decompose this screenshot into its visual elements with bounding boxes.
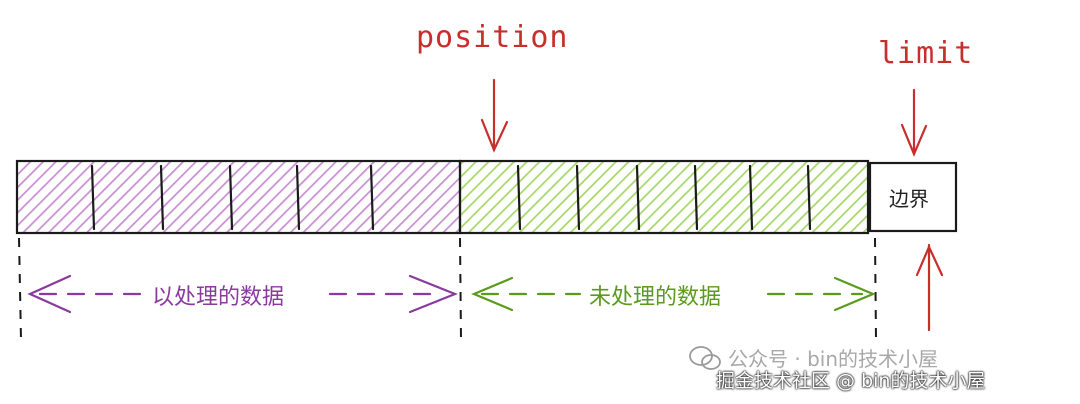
position-arrow (480, 78, 509, 153)
capacity-arrow (915, 243, 944, 332)
processed-region (15, 159, 462, 235)
processed-cell-dividers (90, 164, 375, 231)
boundary-label: 边界 (889, 187, 929, 211)
unprocessed-label: 未处理的数据 (583, 279, 728, 311)
limit-arrow (900, 88, 928, 157)
position-label: position (416, 20, 569, 55)
unprocessed-range-arrow (471, 276, 876, 312)
watermark-wechat: 公众号 · bin的技术小屋 (728, 347, 938, 371)
boundary-cell (868, 161, 958, 233)
wechat-icon (689, 346, 721, 370)
processed-label: 以处理的数据 (146, 279, 291, 311)
watermark-juejin: 掘金技术社区 @ bin的技术小屋 (716, 370, 986, 392)
unprocessed-region (458, 159, 870, 235)
processed-range-arrow (27, 274, 458, 314)
unprocessed-cell-dividers (516, 164, 812, 231)
limit-label: limit (878, 36, 974, 71)
